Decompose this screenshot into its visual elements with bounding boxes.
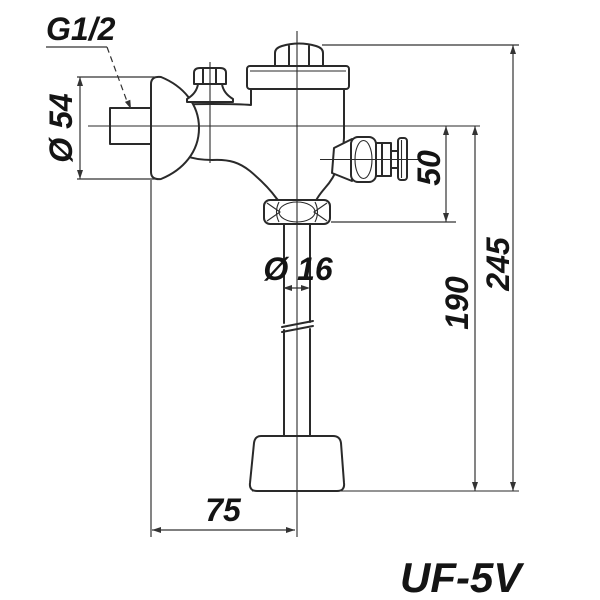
bottom-nut-facet xyxy=(314,201,319,223)
d16-arrow-left xyxy=(283,285,292,291)
drop-50-label: 50 xyxy=(411,150,447,186)
d190-arrow-up xyxy=(472,126,478,135)
bottom-nut-facet xyxy=(275,201,280,223)
pipe-diameter-label: Ø 16 xyxy=(263,251,333,287)
d54-arrow-up xyxy=(77,77,83,86)
d245-arrow-up xyxy=(510,45,516,54)
d54-arrow-down xyxy=(77,170,83,179)
d50-arrow-down xyxy=(443,213,449,222)
d75-arrow-right xyxy=(286,527,295,533)
g12-arrowhead xyxy=(124,99,131,109)
top-hex-cap xyxy=(274,42,324,67)
d50-arrow-up xyxy=(443,126,449,135)
offset-75-label: 75 xyxy=(205,492,242,528)
bottom-nut-facet xyxy=(266,202,281,222)
wall-flange xyxy=(150,75,200,181)
height-190-label: 190 xyxy=(439,276,475,330)
inlet-thread-label: G1/2 xyxy=(46,11,116,47)
product-code: UF-5V xyxy=(400,554,524,600)
d16-arrow-right xyxy=(301,285,310,291)
bottom-nut-facet xyxy=(313,202,328,222)
d245-arrow-down xyxy=(510,482,516,491)
escutcheon-diameter-label: Ø 54 xyxy=(43,93,79,163)
d190-arrow-down xyxy=(472,482,478,491)
d75-arrow-left xyxy=(152,527,161,533)
bonnet-ring xyxy=(246,65,350,90)
height-245-label: 245 xyxy=(480,236,516,292)
g12-leader-dashed xyxy=(106,46,129,105)
